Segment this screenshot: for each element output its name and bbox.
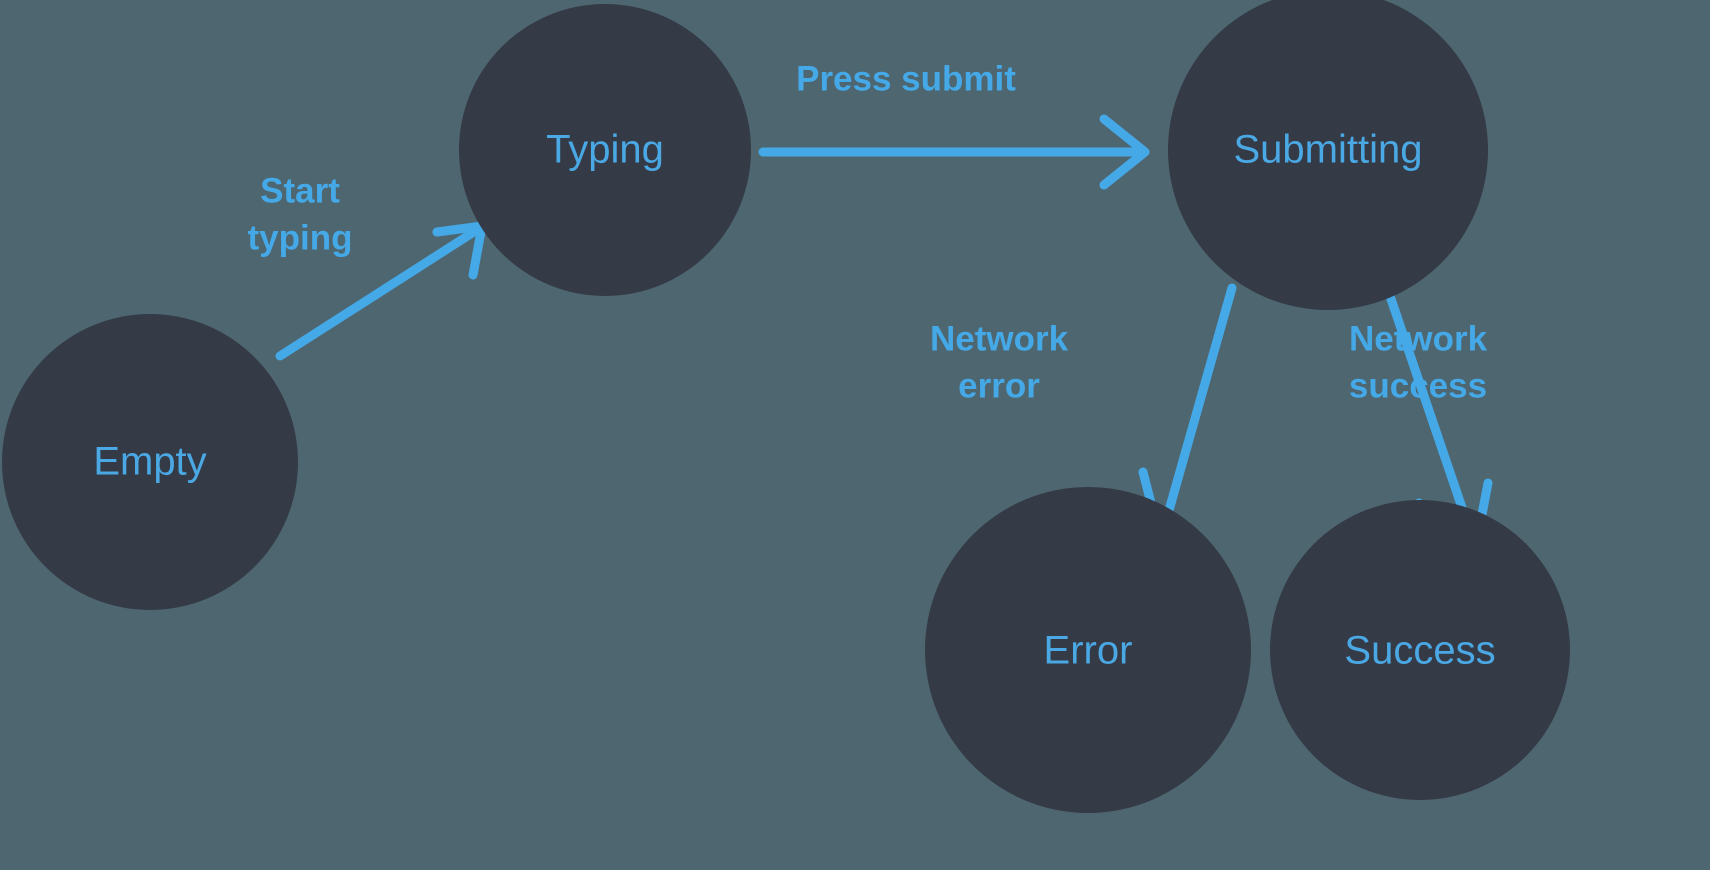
edge-label-network-error-line2: error xyxy=(958,366,1040,405)
node-error-circle[interactable] xyxy=(925,487,1251,813)
edge-label-network-error: Network error xyxy=(930,319,1069,405)
node-success[interactable]: Success xyxy=(1270,500,1570,800)
node-empty-circle[interactable] xyxy=(2,314,298,610)
node-submitting-circle[interactable] xyxy=(1168,0,1488,310)
edge-label-network-success-line1: Network xyxy=(1349,319,1488,358)
node-empty[interactable]: Empty xyxy=(2,314,298,610)
node-error[interactable]: Error xyxy=(925,487,1251,813)
edge-empty-to-typing-line xyxy=(275,223,485,361)
edge-submitting-to-error-line xyxy=(1157,283,1237,540)
edge-label-start-typing-line2: typing xyxy=(248,218,353,257)
edge-label-press-submit: Press submit xyxy=(796,59,1016,98)
node-typing-circle[interactable] xyxy=(459,4,751,296)
node-success-circle[interactable] xyxy=(1270,500,1570,800)
node-typing[interactable]: Typing xyxy=(459,4,751,296)
edge-submitting-to-success-line xyxy=(1384,288,1478,545)
edge-label-network-error-line1: Network xyxy=(930,319,1069,358)
edge-label-start-typing-line1: Start xyxy=(260,171,340,210)
edge-typing-to-submitting xyxy=(758,114,1150,190)
edge-label-start-typing: Start typing xyxy=(248,171,353,257)
node-typing-label: Typing xyxy=(546,128,664,172)
node-empty-label: Empty xyxy=(93,440,206,484)
node-success-label: Success xyxy=(1344,629,1495,673)
edge-label-network-success-line2: success xyxy=(1349,366,1487,405)
node-error-label: Error xyxy=(1044,629,1133,673)
edge-typing-to-submitting-arrowhead xyxy=(1099,114,1150,190)
node-submitting-label: Submitting xyxy=(1234,128,1423,172)
edge-label-network-success: Network success xyxy=(1349,319,1488,405)
node-submitting[interactable]: Submitting xyxy=(1168,0,1488,310)
edge-label-press-submit-line1: Press submit xyxy=(796,59,1016,98)
